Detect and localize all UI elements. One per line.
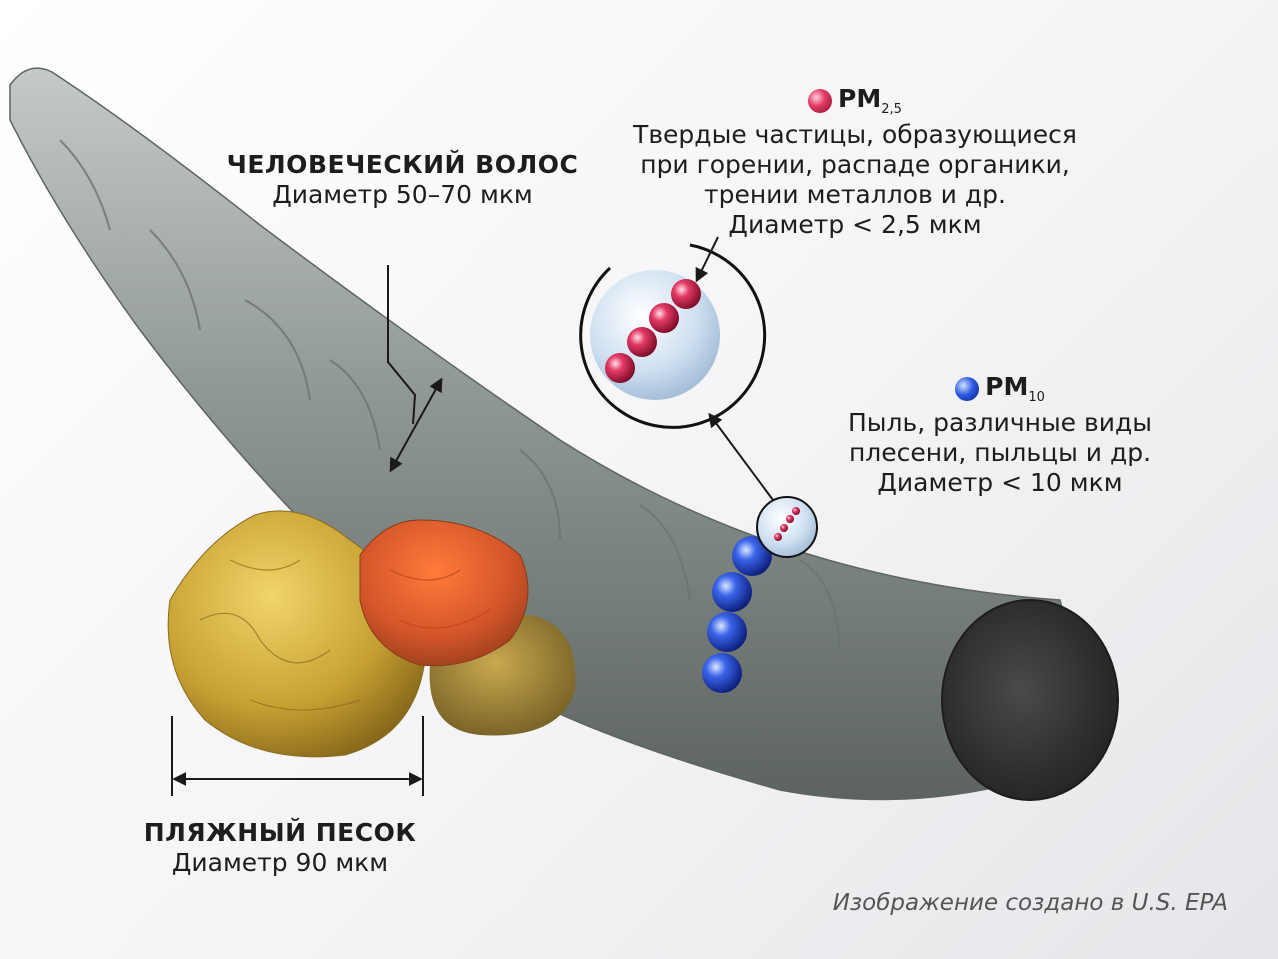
pm25-particle bbox=[649, 303, 679, 333]
sand-grain-orange bbox=[359, 519, 529, 667]
pm25-desc-line1: Твердые частицы, образующиеся bbox=[633, 119, 1077, 149]
pm10-diameter: Диаметр < 10 мкм bbox=[877, 467, 1123, 497]
pm25-heading: PM2,5 bbox=[808, 84, 902, 118]
hair-strand bbox=[9, 67, 1119, 801]
sand-title: ПЛЯЖНЫЙ ПЕСОК bbox=[143, 818, 417, 847]
pm25-name: PM bbox=[838, 84, 882, 113]
pm25-particle bbox=[627, 327, 657, 357]
pm10-label: PM10 Пыль, различные виды плесени, пыльц… bbox=[815, 372, 1185, 498]
pm25-mini-particle bbox=[792, 507, 800, 515]
hair-cross-section bbox=[941, 599, 1119, 801]
pm25-subscript: 2,5 bbox=[881, 102, 902, 117]
pm25-desc-line3: трении металлов и др. bbox=[704, 179, 1006, 209]
hair-body bbox=[9, 67, 1101, 801]
pm10-desc-line1: Пыль, различные виды bbox=[847, 407, 1153, 437]
red-particle-icon bbox=[808, 88, 833, 113]
image-credit: Изображение создано в U.S. EPA bbox=[832, 890, 1228, 916]
pm10-particles bbox=[702, 536, 772, 693]
sand-label: ПЛЯЖНЫЙ ПЕСОК Диаметр 90 мкм bbox=[100, 818, 460, 878]
pm25-mini-particle bbox=[786, 515, 794, 523]
pm25-small-magnifier bbox=[756, 496, 818, 558]
sand-diameter: Диаметр 90 мкм bbox=[171, 848, 389, 877]
pm25-particle bbox=[605, 353, 635, 383]
pm10-desc-line2: плесени, пыльцы и др. bbox=[848, 437, 1152, 467]
pm10-particle bbox=[732, 536, 772, 576]
hair-diameter: Диаметр 50–70 мкм bbox=[272, 180, 533, 209]
annotation-arrows bbox=[171, 236, 774, 796]
blue-particle-icon bbox=[955, 376, 980, 401]
pm25-large-magnifier bbox=[579, 243, 767, 429]
hair-title: ЧЕЛОВЕЧЕСКИЙ ВОЛОС bbox=[226, 150, 579, 179]
hair-diameter-arrow bbox=[389, 377, 443, 473]
pm25-pointer-arrow bbox=[695, 236, 719, 283]
pm25-mini-particle bbox=[780, 524, 788, 532]
pm25-desc-line2: при горении, распаде органики, bbox=[640, 149, 1070, 179]
pm10-particle bbox=[712, 572, 752, 612]
pm10-particle bbox=[702, 653, 742, 693]
pm10-subscript: 10 bbox=[1028, 390, 1045, 405]
sand-grains bbox=[167, 510, 576, 758]
pm25-particle bbox=[671, 279, 701, 309]
pm10-particle bbox=[707, 612, 747, 652]
pm25-label: PM2,5 Твердые частицы, образующиеся при … bbox=[600, 84, 1110, 240]
pm10-name: PM bbox=[985, 372, 1029, 401]
pm25-mini-particle bbox=[774, 533, 782, 541]
pm25-diameter: Диаметр < 2,5 мкм bbox=[728, 209, 982, 239]
hair-label: ЧЕЛОВЕЧЕСКИЙ ВОЛОС Диаметр 50–70 мкм bbox=[205, 150, 600, 210]
magnifier-link-arrow bbox=[708, 412, 774, 501]
hair-cuticle-lines bbox=[59, 139, 841, 661]
pm10-heading: PM10 bbox=[955, 372, 1045, 406]
